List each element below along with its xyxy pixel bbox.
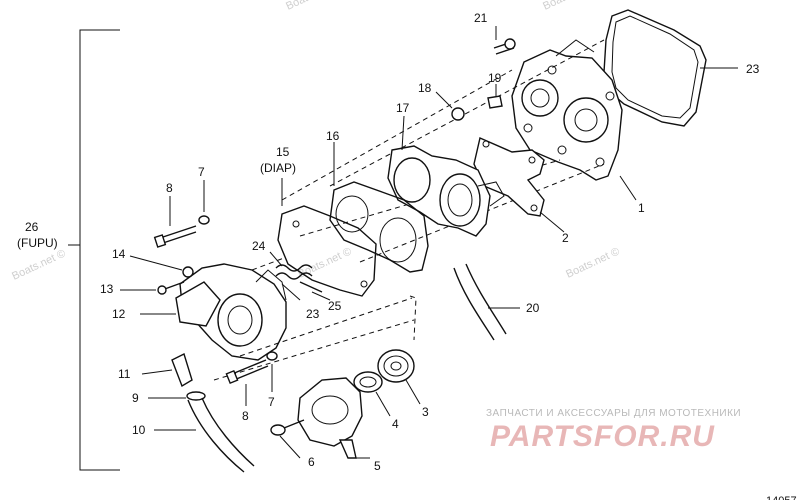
watermark: Boats.net © <box>10 247 67 282</box>
pump-cover-1 <box>511 39 637 201</box>
nut-18 <box>435 91 465 121</box>
group-number: 26 <box>25 220 39 234</box>
group-name: (FUPU) <box>17 236 58 250</box>
filter-cup-5 <box>297 377 370 459</box>
clamp-9 <box>148 391 206 401</box>
callout-3: 3 <box>422 405 429 419</box>
screw-13 <box>120 281 185 295</box>
callout-10: 10 <box>132 423 146 437</box>
diaphragm-15 <box>277 178 377 297</box>
screw-8-upper <box>153 196 197 248</box>
washer-7-lower <box>266 351 278 392</box>
nut-19 <box>487 84 503 109</box>
callout-7-upper: 7 <box>198 165 205 179</box>
callout-23: 23 <box>306 307 320 321</box>
fitting-11 <box>141 353 193 388</box>
callout-9: 9 <box>132 391 139 405</box>
screw-8-lower <box>225 359 269 406</box>
callout-20: 20 <box>526 301 540 315</box>
valve-body-17 <box>387 115 505 237</box>
brand-tagline: ЗАПЧАСТИ И АКСЕССУАРЫ ДЛЯ МОТОТЕХНИКИ <box>486 408 741 419</box>
washer-7-upper <box>198 180 210 225</box>
callout-16: 16 <box>326 129 340 143</box>
callout-13: 13 <box>100 282 114 296</box>
brand-logo: PARTSFOR.RU <box>490 420 715 453</box>
screw-14 <box>129 255 194 278</box>
watermark: Boats.net © <box>564 245 621 280</box>
watermark: Boats.net © <box>541 0 598 13</box>
callout-18: 18 <box>418 81 432 95</box>
callout-2: 2 <box>562 231 569 245</box>
gasket-16 <box>329 142 429 273</box>
callout-11: 11 <box>118 367 131 381</box>
callout-6: 6 <box>308 455 315 469</box>
callout-17: 17 <box>396 101 410 115</box>
callout-25: 25 <box>328 299 342 313</box>
callout-7-lower: 7 <box>268 395 275 409</box>
callout-21: 21 <box>474 11 488 25</box>
pump-body-12 <box>140 263 287 361</box>
filter-area-outline <box>409 295 417 341</box>
pin-25 <box>299 281 331 301</box>
callout-12: 12 <box>112 307 126 321</box>
callout-5: 5 <box>374 459 381 473</box>
callout-15: 15 <box>276 145 290 159</box>
gasket-4 <box>353 371 391 417</box>
hose-20 <box>453 263 520 341</box>
screw-6 <box>270 419 305 459</box>
figure-number: 14057 <box>766 495 797 500</box>
callout-24: 24 <box>252 239 266 253</box>
callout-15-name: (DIAP) <box>260 161 296 175</box>
gasket-22 <box>603 9 738 127</box>
spring-24 <box>269 251 313 280</box>
watermark: Boats.net © <box>284 0 341 13</box>
callout-4: 4 <box>392 417 399 431</box>
callout-14: 14 <box>112 247 126 261</box>
alignment-lines-lower <box>213 257 415 381</box>
callout-8-upper: 8 <box>166 181 173 195</box>
hose-10 <box>154 397 255 473</box>
strainer-3 <box>377 349 421 405</box>
plate-2 <box>473 137 565 233</box>
callout-22: 23 <box>746 62 760 76</box>
leader-23 <box>281 283 301 301</box>
bolt-21 <box>493 26 516 55</box>
callout-1: 1 <box>638 201 645 215</box>
group-bracket: 26 (FUPU) <box>17 29 120 471</box>
callout-19: 19 <box>488 71 502 85</box>
callout-8-lower: 8 <box>242 409 249 423</box>
